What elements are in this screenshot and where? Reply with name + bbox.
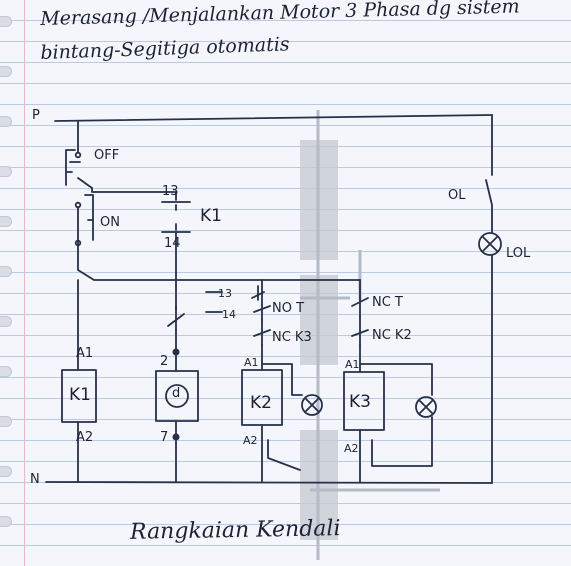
k1-coil-a1: A1	[76, 346, 94, 361]
timer-delay-contacts	[205, 285, 265, 313]
binder-hole	[0, 266, 12, 277]
binder-hole	[0, 66, 12, 77]
no-t-label: NO T	[272, 301, 305, 316]
overload-contact	[485, 179, 493, 233]
binder-hole	[0, 216, 12, 227]
nc-t-contact	[351, 297, 369, 317]
k1-contact-terminal-13: 13	[162, 184, 179, 199]
wire	[267, 439, 301, 471]
binder-hole	[0, 416, 12, 427]
k2-coil-label: K2	[250, 393, 272, 413]
timer-contact-terminal-14: 14	[222, 308, 236, 321]
on-pushbutton	[84, 194, 94, 241]
k1-coil-label: K1	[69, 385, 91, 405]
binder-hole	[0, 116, 12, 127]
k1-coil-a2: A2	[76, 430, 94, 445]
timer-switch-contact	[167, 305, 185, 331]
phase-rail-p	[54, 114, 493, 122]
k2-coil-a2: A2	[243, 434, 258, 447]
k2-coil-a1: A1	[244, 356, 259, 369]
on-switch-label: ON	[100, 215, 120, 230]
binder-hole	[0, 366, 12, 377]
overload-lamp	[478, 232, 502, 256]
nc-k2-contact	[351, 315, 369, 346]
timer-coil-terminal-7: 7	[160, 430, 169, 445]
nc-k3-contact	[253, 319, 271, 346]
wire	[91, 187, 177, 201]
k3-indicator-lamp	[415, 396, 437, 418]
k3-coil	[343, 371, 385, 431]
no-t-contact	[253, 304, 271, 321]
neutral-rail-n	[45, 481, 493, 484]
nc-k2-label: NC K2	[372, 328, 412, 343]
nc-k3-label: NC K3	[272, 330, 312, 345]
timer-contact-terminal-13: 13	[218, 287, 232, 300]
lamp-k3-wire	[359, 363, 433, 396]
rail-label-p: P	[32, 108, 40, 123]
k3-coil-a2: A2	[344, 442, 359, 455]
nc-t-label: NC T	[372, 295, 403, 310]
timer-coil-terminal-2: 2	[160, 354, 169, 369]
off-pushbutton	[65, 149, 93, 189]
binder-hole	[0, 166, 12, 177]
lamp-k2-wire	[261, 363, 303, 396]
binder-hole	[0, 16, 12, 27]
control-branch-wire	[77, 244, 361, 281]
overload-lamp-label: LOL	[506, 246, 531, 261]
timer-coil	[155, 370, 199, 422]
diagram-caption: Rangkaian Kendali	[129, 516, 341, 545]
show-through-shadow	[300, 110, 440, 560]
margin-line	[24, 0, 25, 566]
k1-holding-contact	[161, 201, 191, 233]
timer-coil-label: d	[172, 386, 181, 401]
binder-hole	[0, 516, 12, 527]
overload-contact-label: OL	[448, 188, 466, 203]
rail-label-n: N	[30, 472, 40, 487]
off-switch-label: OFF	[94, 148, 120, 163]
k1-contact-label: K1	[200, 206, 222, 226]
binder-hole	[0, 316, 12, 327]
binder-hole	[0, 466, 12, 477]
k3-coil-a1: A1	[345, 358, 360, 371]
k1-coil	[61, 369, 97, 423]
wire	[371, 416, 433, 467]
k3-coil-label: K3	[349, 392, 371, 412]
k1-contact-terminal-14: 14	[164, 236, 181, 251]
k2-indicator-lamp	[301, 394, 323, 416]
